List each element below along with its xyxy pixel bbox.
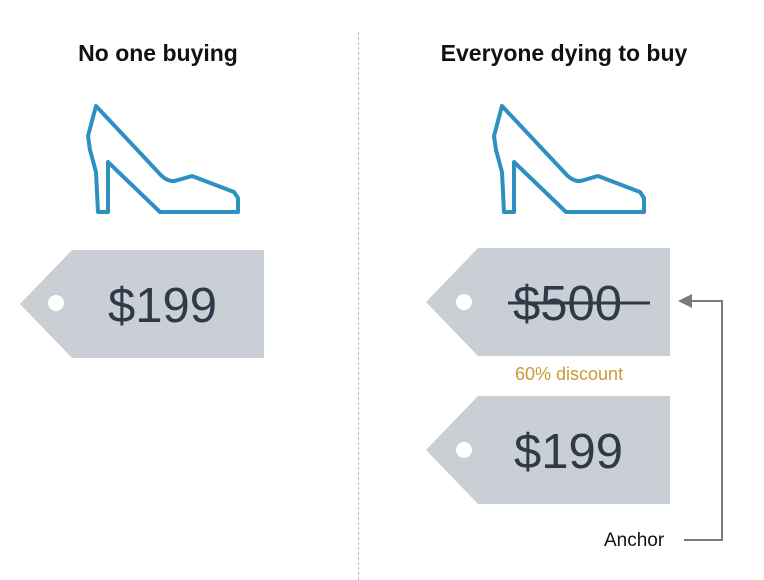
right-column-title: Everyone dying to buy — [440, 40, 688, 66]
right-price: $199 — [514, 425, 624, 479]
anchor-label: Anchor — [604, 530, 665, 551]
high-heel-shoe-icon — [86, 104, 240, 214]
price-tag — [426, 396, 670, 504]
left-price: $199 — [108, 279, 218, 333]
column-divider — [358, 32, 359, 580]
left-column-title: No one buying — [78, 40, 238, 66]
strikethrough-line — [508, 301, 650, 305]
tag-hole — [48, 295, 64, 311]
discount-label: 60% discount — [515, 364, 624, 384]
price-tag — [20, 250, 264, 358]
high-heel-shoe-icon — [492, 104, 646, 214]
anchor-arrow — [678, 294, 723, 541]
tag-hole — [456, 442, 472, 458]
tag-hole — [456, 294, 472, 310]
